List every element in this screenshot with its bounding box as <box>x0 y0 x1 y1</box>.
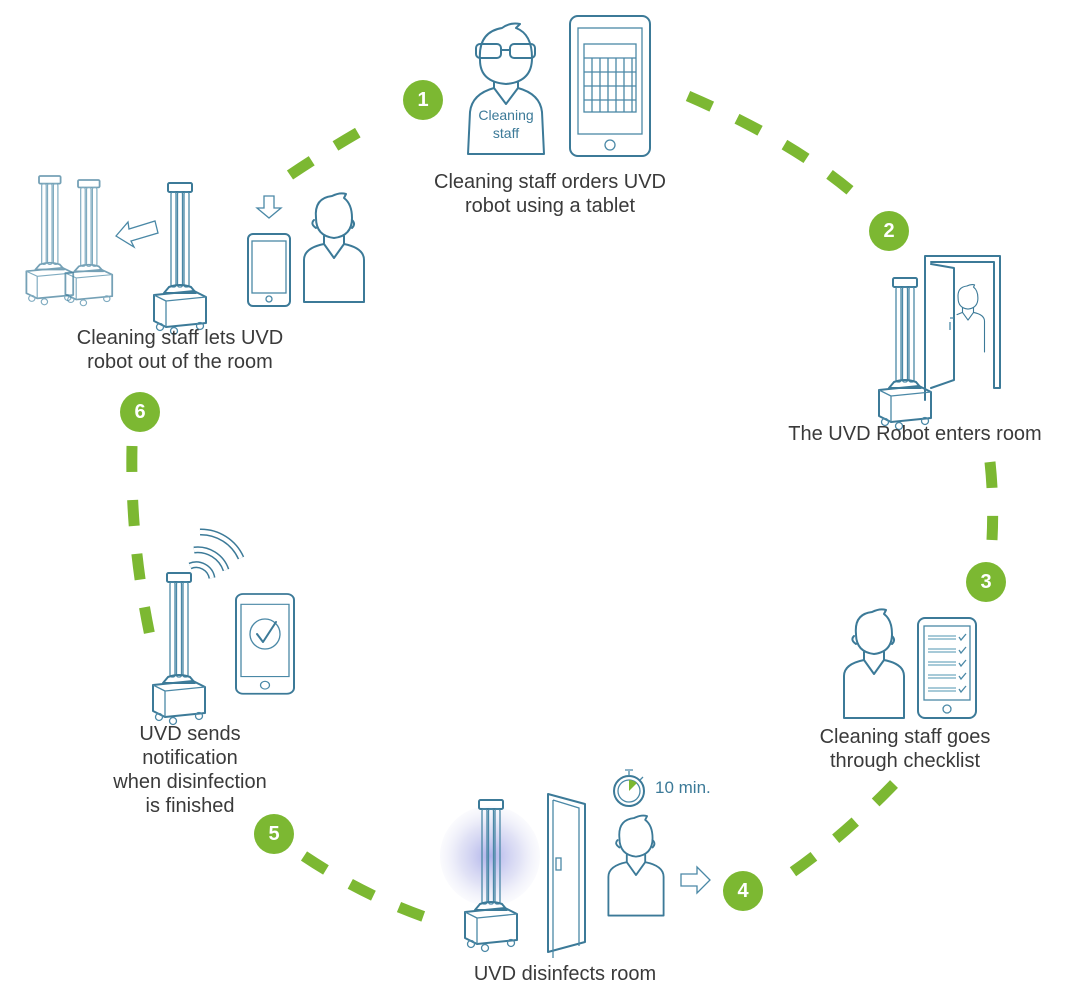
step-1-badge: 1 <box>403 80 443 120</box>
person-icon <box>303 192 365 303</box>
step-2-illustration <box>878 255 1001 431</box>
caption-line: UVD sends <box>139 723 241 745</box>
step-2-caption: The UVD Robot enters room <box>765 422 1065 446</box>
tablet-calendar-icon <box>569 15 651 157</box>
caption-line: when disinfection <box>113 771 267 793</box>
tablet-checklist-icon <box>917 617 977 719</box>
arrow-up-left-icon <box>115 220 159 249</box>
person-icon <box>607 814 665 917</box>
timer-label: 10 min. <box>655 778 711 797</box>
step-6-badge: 6 <box>120 392 160 432</box>
step-4-illustration <box>440 769 711 958</box>
caption-line: through checklist <box>829 750 981 772</box>
caption-line: Cleaning staff lets UVD <box>76 327 284 349</box>
phone-icon <box>247 233 291 307</box>
stopwatch-icon <box>613 769 645 807</box>
open-door-icon <box>924 255 1001 401</box>
person-icon <box>956 283 986 353</box>
arrow-right-icon <box>680 865 711 895</box>
step-6-caption: Cleaning staff lets UVD robot out of the… <box>30 326 330 374</box>
caption-line: robot using a tablet <box>464 195 636 217</box>
path-segment-6-5 <box>126 445 156 638</box>
step-1-illustration: Cleaning staff <box>467 15 651 157</box>
step-3-badge: 3 <box>966 562 1006 602</box>
step-5-illustration <box>152 528 295 726</box>
path-segment-2-3 <box>984 461 999 541</box>
shirt-label-line-2: staff <box>493 125 519 141</box>
caption-line: The UVD Robot enters room <box>788 423 1042 445</box>
tablet-check-icon <box>235 593 295 695</box>
shirt-label-line-1: Cleaning <box>478 107 533 123</box>
path-segment-3-4 <box>780 780 898 883</box>
arrow-down-icon <box>255 195 283 219</box>
step-5-caption: UVD sends notification when disinfection… <box>80 722 300 818</box>
step-2-badge: 2 <box>869 211 909 251</box>
uv-glow <box>440 806 540 906</box>
caption-line: UVD disinfects room <box>473 963 657 985</box>
path-segment-1-2 <box>685 90 856 197</box>
step-4-caption: UVD disinfects room <box>440 962 690 986</box>
caption-line: robot out of the room <box>87 351 273 373</box>
caption-line: notification <box>142 747 238 769</box>
step-1-caption: Cleaning staff orders UVD robot using a … <box>410 170 690 218</box>
wifi-signal-icon <box>188 528 245 579</box>
step-4-badge: 4 <box>723 871 763 911</box>
person-icon <box>843 608 905 719</box>
closed-door-icon <box>547 793 586 958</box>
step-3-illustration <box>843 608 977 719</box>
caption-line: Cleaning staff orders UVD <box>434 171 666 193</box>
path-segment-5-4 <box>300 851 442 928</box>
path-segment-6-1 <box>286 115 383 180</box>
person-with-glasses-icon: Cleaning staff <box>467 22 545 155</box>
uvd-robot-icon <box>153 182 207 336</box>
caption-line: Cleaning staff goes <box>819 726 991 748</box>
step-5-badge: 5 <box>254 814 294 854</box>
step-6-illustration <box>25 175 365 336</box>
cycle-path <box>126 90 999 928</box>
step-3-caption: Cleaning staff goes through checklist <box>795 725 1015 773</box>
uvd-robot-icon <box>878 277 932 431</box>
caption-line: is finished <box>145 795 235 817</box>
uvd-robot-icon <box>152 572 206 726</box>
